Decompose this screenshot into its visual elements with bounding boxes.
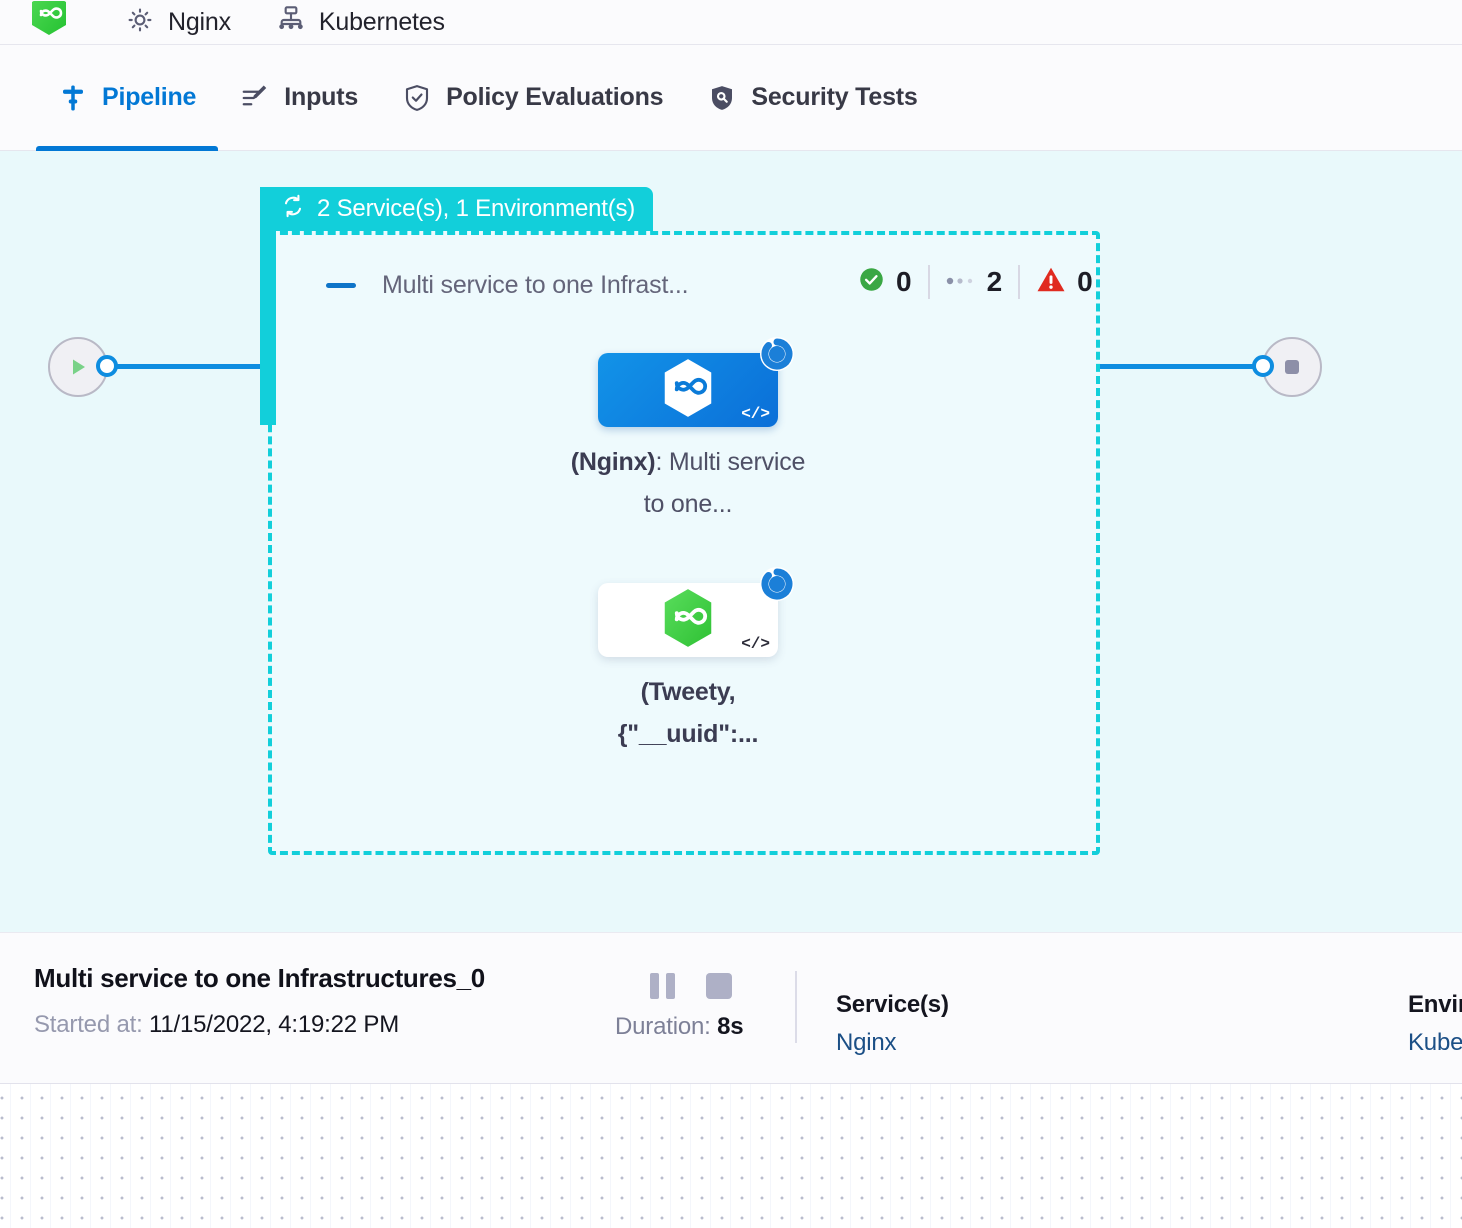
stop-icon bbox=[1285, 360, 1299, 374]
stage-header: Multi service to one Infrast... bbox=[326, 271, 1066, 300]
shield-check-icon bbox=[402, 83, 432, 113]
edge-stage-to-end bbox=[1098, 364, 1274, 369]
execution-started-at: Started at: 11/15/2022, 4:19:22 PM bbox=[34, 1011, 399, 1039]
service-node-nginx-card[interactable]: </> bbox=[598, 337, 794, 427]
pause-button[interactable] bbox=[650, 973, 676, 999]
tab-label-pipeline: Pipeline bbox=[102, 83, 197, 111]
tab-security-tests[interactable]: Security Tests bbox=[685, 45, 939, 151]
footer-environments-header: Environment(s) bbox=[1408, 991, 1462, 1018]
footer-services-header: Service(s) bbox=[836, 991, 949, 1018]
execution-summary-panel: Multi service to one Infrastructures_0 S… bbox=[0, 932, 1462, 1084]
footer-column-environments: Environment(s) Kubernetes bbox=[1408, 991, 1462, 1057]
duration-value: 8s bbox=[717, 1013, 744, 1040]
inputs-icon bbox=[240, 83, 270, 113]
gear-icon bbox=[124, 4, 156, 41]
service-node-nginx-caption-rest: : Multi service to one... bbox=[643, 448, 806, 518]
breadcrumb-item-environment[interactable]: Kubernetes bbox=[275, 4, 445, 41]
ellipsis-dots-icon bbox=[946, 273, 976, 291]
started-at-label: Started at: bbox=[34, 1011, 143, 1038]
footer-column-services: Service(s) Nginx bbox=[836, 991, 949, 1057]
counter-success-value: 0 bbox=[896, 266, 912, 297]
stop-button[interactable] bbox=[706, 973, 732, 999]
counter-divider-2 bbox=[1018, 265, 1021, 299]
pipeline-canvas[interactable]: 2 Service(s), 1 Environment(s) Multi ser… bbox=[0, 151, 1462, 932]
play-icon bbox=[73, 359, 85, 375]
breadcrumb-label-service: Nginx bbox=[168, 7, 231, 36]
kubernetes-node-icon bbox=[275, 4, 307, 41]
service-node-tweety-card[interactable]: </> bbox=[598, 567, 794, 657]
counter-pending-value: 2 bbox=[986, 266, 1003, 297]
code-badge-icon: </> bbox=[741, 405, 770, 423]
shield-scan-icon bbox=[707, 83, 737, 113]
footer-environments-value[interactable]: Kubernetes bbox=[1408, 1029, 1462, 1056]
service-node-tweety-caption-bold: (Tweety, {"__uuid":... bbox=[617, 678, 759, 748]
edge-start-to-stage bbox=[108, 364, 268, 369]
stage-container[interactable]: Multi service to one Infrast... 0 bbox=[268, 231, 1100, 855]
stage-group-badge-label: 2 Service(s), 1 Environment(s) bbox=[317, 195, 636, 222]
counter-divider-1 bbox=[927, 265, 930, 299]
counter-failed[interactable]: 0 bbox=[1020, 266, 1109, 298]
tab-label-inputs: Inputs bbox=[284, 83, 359, 111]
warning-triangle-icon bbox=[1036, 266, 1066, 298]
tab-pipeline[interactable]: Pipeline bbox=[36, 45, 219, 151]
breadcrumb-item-logo[interactable] bbox=[30, 0, 80, 43]
pipeline-icon bbox=[58, 83, 88, 113]
footer-services-value[interactable]: Nginx bbox=[836, 1029, 897, 1056]
tab-label-security-tests: Security Tests bbox=[751, 83, 918, 111]
started-at-value: 11/15/2022, 4:19:22 PM bbox=[149, 1011, 400, 1038]
service-node-tweety[interactable]: </> (Tweety, {"__uuid":... bbox=[568, 567, 808, 755]
hexagon-infinity-logo-green-icon bbox=[659, 587, 717, 654]
loop-repeat-icon bbox=[280, 193, 306, 226]
stage-group-rail bbox=[260, 187, 276, 425]
service-node-nginx-caption-bold: (Nginx) bbox=[570, 448, 656, 476]
end-node-input-port[interactable] bbox=[1252, 355, 1274, 377]
execution-title: Multi service to one Infrastructures_0 bbox=[34, 963, 485, 993]
tab-bar: Pipeline Inputs Policy Evaluations bbox=[0, 44, 1462, 151]
dotted-grid-background bbox=[0, 1084, 1462, 1228]
counter-success[interactable]: 0 bbox=[842, 266, 928, 298]
spinner-running-icon bbox=[760, 337, 794, 371]
breadcrumb-item-service[interactable]: Nginx bbox=[124, 4, 231, 41]
tab-label-policy-evaluations: Policy Evaluations bbox=[446, 83, 664, 111]
execution-controls bbox=[650, 973, 732, 999]
start-node-output-port[interactable] bbox=[96, 355, 118, 377]
execution-duration: Duration: 8s bbox=[615, 1013, 744, 1041]
footer-divider bbox=[795, 971, 797, 1043]
tab-policy-evaluations[interactable]: Policy Evaluations bbox=[380, 45, 685, 151]
stage-title: Multi service to one Infrast... bbox=[382, 271, 689, 299]
breadcrumb-label-environment: Kubernetes bbox=[318, 7, 445, 36]
spinner-running-icon bbox=[760, 567, 794, 601]
code-badge-icon: </> bbox=[741, 635, 770, 653]
stage-status-counters: 0 2 bbox=[842, 265, 1109, 299]
counter-pending[interactable]: 2 bbox=[930, 266, 1019, 298]
check-circle-icon bbox=[858, 266, 885, 298]
duration-label: Duration: bbox=[615, 1013, 711, 1040]
service-node-nginx[interactable]: </> (Nginx): Multi service to one... bbox=[568, 337, 808, 525]
service-node-tweety-caption: (Tweety, {"__uuid":... bbox=[568, 671, 808, 755]
hexagon-infinity-logo-icon bbox=[30, 0, 68, 43]
collapse-toggle-icon[interactable] bbox=[326, 283, 356, 288]
hexagon-infinity-logo-white-icon bbox=[659, 357, 717, 424]
service-node-nginx-caption: (Nginx): Multi service to one... bbox=[568, 441, 808, 525]
breadcrumb-bar: Nginx Kubernetes bbox=[0, 0, 1462, 44]
counter-failed-value: 0 bbox=[1077, 266, 1093, 297]
stage-group-badge[interactable]: 2 Service(s), 1 Environment(s) bbox=[260, 187, 654, 231]
tab-inputs[interactable]: Inputs bbox=[218, 45, 380, 151]
